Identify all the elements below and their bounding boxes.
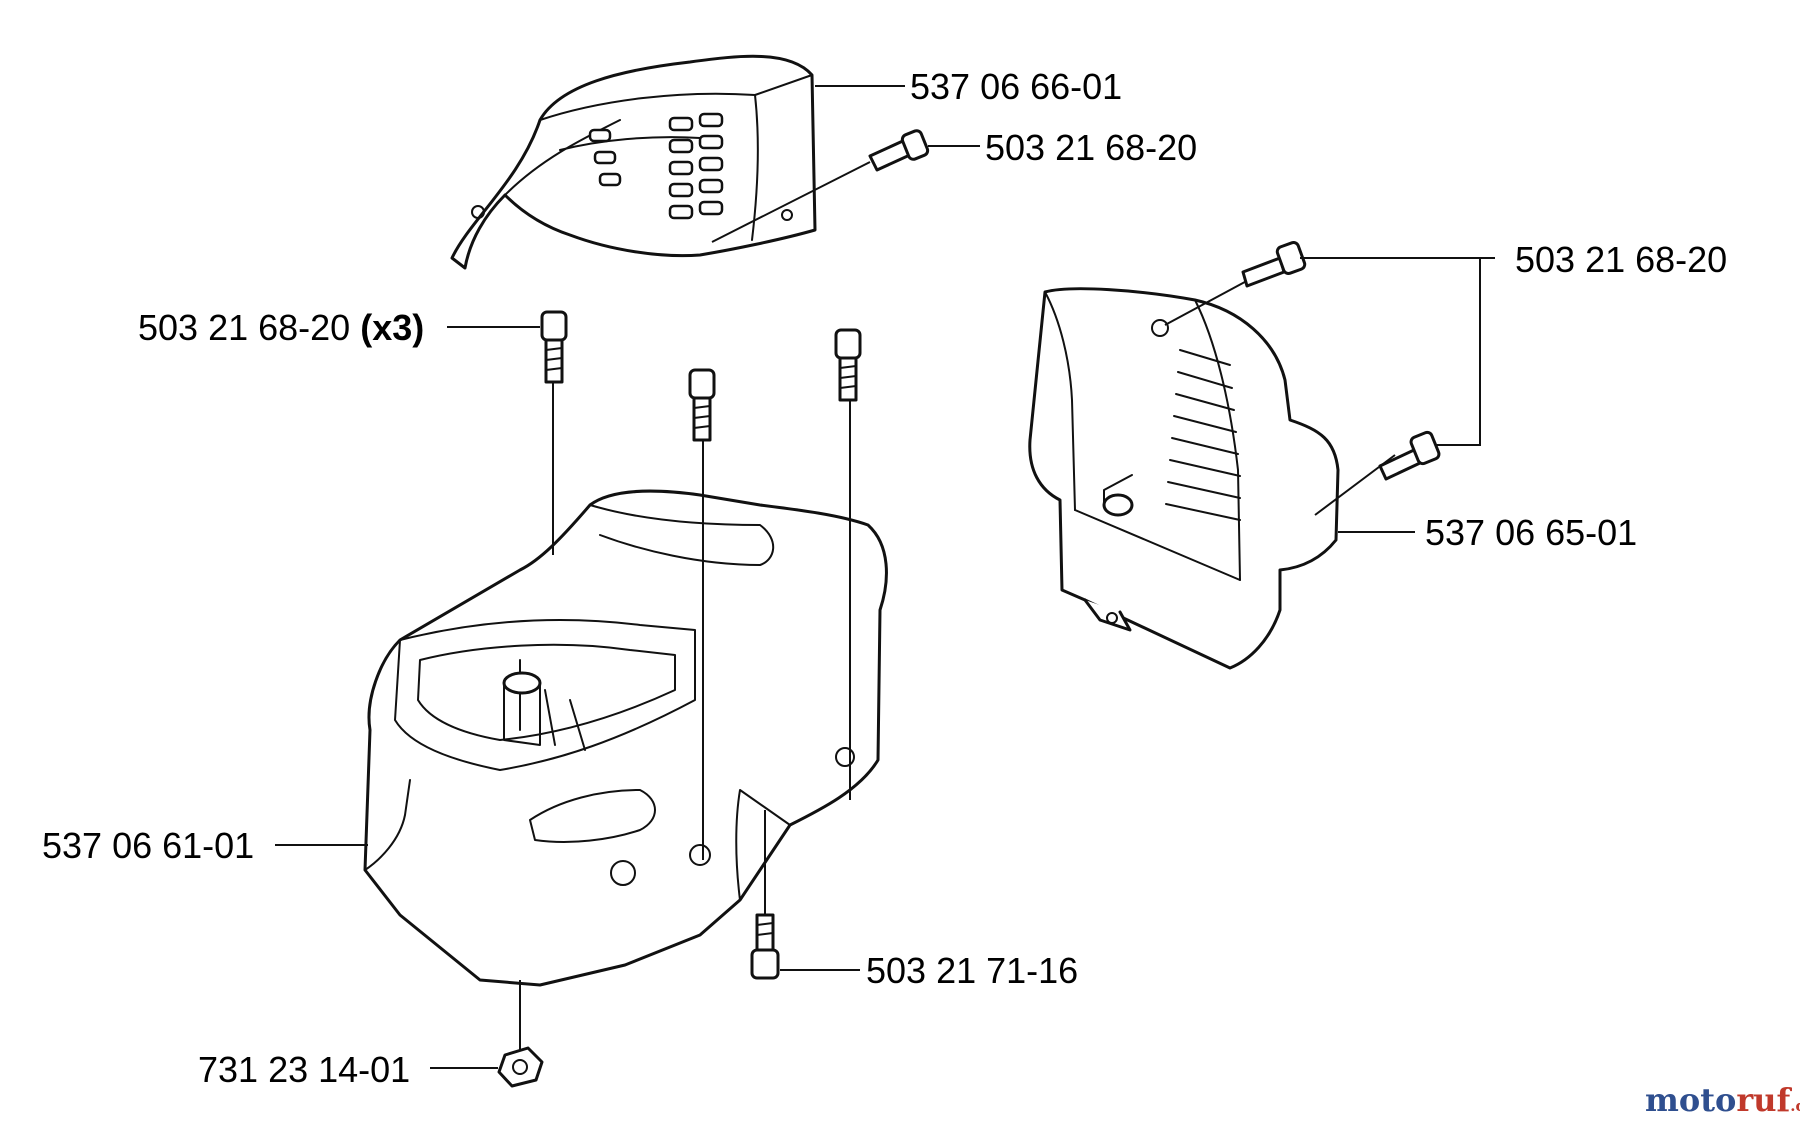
label-right-cover-screws: 503 21 68-20 [1515, 239, 1727, 280]
right-cover-part [1028, 287, 1340, 670]
top-cover-part [450, 54, 817, 270]
right-cover-fins [1165, 349, 1241, 521]
right-cover-screw-upper [1164, 240, 1307, 326]
watermark-logo: motoruf.de [1645, 1081, 1800, 1119]
top-cover-vents [588, 112, 724, 220]
label-top-cover: 537 06 66-01 [910, 66, 1122, 107]
label-nut: 731 23 14-01 [198, 1049, 410, 1090]
label-left-screws-qty: (x3) [360, 307, 424, 348]
nut [497, 980, 544, 1088]
leader-right-cover-screws [1300, 257, 1495, 446]
label-left-screws: 503 21 68-20 (x3) [138, 307, 424, 348]
housing-screw-right [834, 328, 862, 800]
bottom-screw [750, 810, 780, 980]
top-cover-screw [711, 129, 930, 243]
housing-screw-left [540, 310, 568, 555]
right-cover-screw-lower [1314, 430, 1441, 516]
main-housing-part [363, 489, 888, 987]
label-left-screws-number: 503 21 68-20 [138, 307, 350, 348]
label-bottom-screw: 503 21 71-16 [866, 950, 1078, 991]
housing-screw-middle [688, 368, 716, 860]
label-top-cover-screw: 503 21 68-20 [985, 127, 1197, 168]
label-main-housing: 537 06 61-01 [42, 825, 254, 866]
label-right-cover: 537 06 65-01 [1425, 512, 1637, 553]
